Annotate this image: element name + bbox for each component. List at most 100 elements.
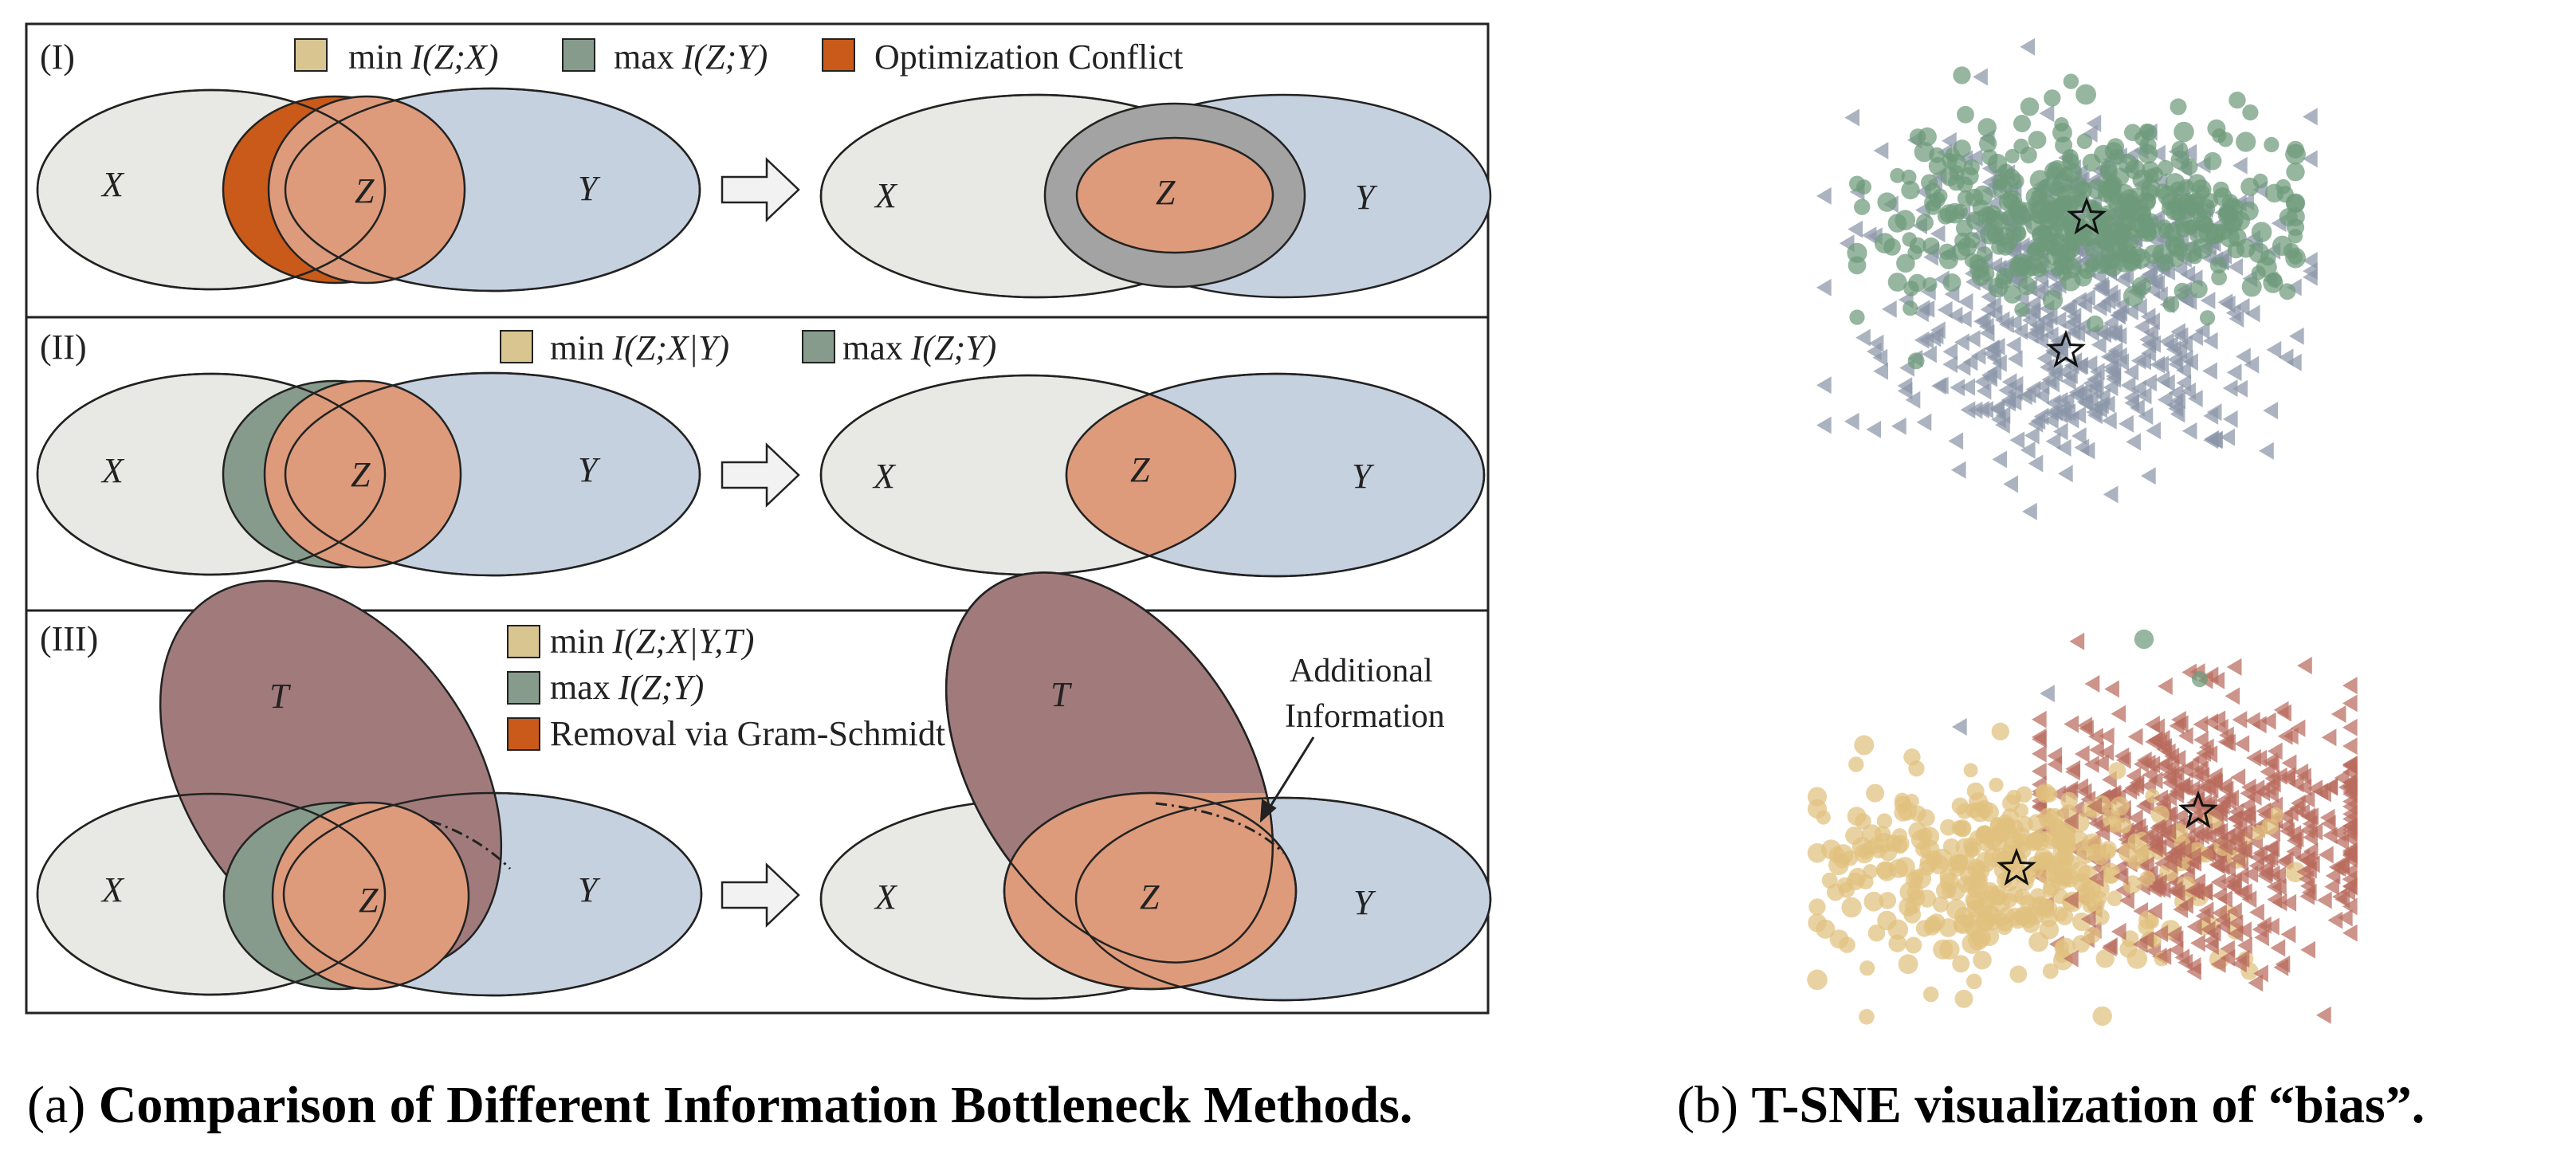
tsne-point-red: [2234, 735, 2250, 753]
tsne-point-outlier: [2191, 670, 2209, 688]
tsne-point-gray: [2040, 358, 2055, 376]
venn-x-label: X: [872, 457, 897, 496]
tsne-point-red: [2280, 925, 2296, 944]
tsne-point-yellow: [2139, 870, 2156, 887]
tsne-point-gray: [1992, 450, 2008, 469]
tsne-point-red: [2134, 755, 2149, 773]
centroid-star-icon: [2178, 790, 2218, 829]
tsne-point-red: [2286, 842, 2302, 861]
tsne-point-green: [2013, 115, 2031, 132]
tsne-point-gray: [2009, 431, 2025, 450]
tsne-point-gray: [1866, 420, 1882, 438]
tsne-point-red: [2094, 754, 2109, 772]
tsne-point-yellow: [2108, 762, 2126, 779]
tsne-point-red: [2064, 812, 2079, 830]
tsne-point-gray: [1960, 401, 1976, 419]
tsne-point-red: [2122, 782, 2138, 800]
tsne-point-red: [2206, 771, 2222, 790]
tsne-point-red: [2212, 904, 2227, 922]
tsne-point-red: [2162, 774, 2177, 792]
tsne-point-gray: [2176, 374, 2192, 392]
tsne-point-gray: [2038, 318, 2054, 336]
tsne-point-gray: [2141, 344, 2156, 363]
tsne-point-red: [2127, 728, 2143, 746]
tsne-point-red: [2281, 754, 2297, 772]
tsne-point-red: [2264, 755, 2280, 773]
tsne-point-yellow: [1906, 871, 1923, 889]
tsne-point-red: [2113, 867, 2129, 885]
tsne-point-gray: [2141, 467, 2156, 485]
tsne-point-gray: [1950, 461, 1966, 479]
tsne-point-yellow: [1876, 813, 1893, 829]
tsne-point-yellow: [1841, 897, 1862, 918]
tsne-point-yellow: [2050, 818, 2065, 833]
tsne-point-yellow: [1808, 898, 1826, 916]
legend-swatch-conflict: [822, 38, 855, 72]
tsne-point-gray: [1816, 376, 1832, 395]
tsne-point-green: [2138, 124, 2154, 139]
tsne-point-gray: [2106, 370, 2121, 388]
tsne-point-green: [2148, 167, 2164, 183]
tsne-point-red: [2208, 804, 2223, 823]
tsne-point-green: [2170, 98, 2187, 116]
tsne-point-green: [1938, 243, 1955, 260]
tsne-point-red: [2342, 845, 2358, 863]
tsne-point-red: [2138, 830, 2154, 848]
tsne-point-red: [2153, 789, 2169, 807]
tsne-point-red: [2224, 789, 2239, 807]
tsne-point-gray: [2154, 355, 2170, 374]
tsne-point-red: [2199, 845, 2214, 863]
tsne-point-green: [2189, 280, 2208, 299]
tsne-point-gray: [2234, 297, 2250, 316]
tsne-point-green: [1979, 134, 1997, 153]
tsne-point-yellow: [2071, 935, 2091, 953]
tsne-point-yellow: [2018, 910, 2037, 929]
tsne-point-green: [2272, 235, 2293, 256]
tsne-point-green: [2171, 140, 2189, 158]
tsne-point-red: [2228, 925, 2244, 943]
tsne-point-red: [2256, 802, 2272, 820]
tsne-point-red: [2272, 767, 2287, 785]
tsne-point-green: [2122, 194, 2141, 214]
tsne-point-yellow: [1854, 735, 1875, 756]
tsne-point-yellow: [1963, 763, 1978, 778]
tsne-point-red: [2342, 924, 2358, 942]
tsne-point-gray: [2150, 144, 2166, 163]
tsne-point-red: [2226, 658, 2242, 676]
tsne-point-green: [1922, 277, 1938, 292]
tsne-point-gray: [2200, 292, 2216, 309]
tsne-point-yellow: [1932, 896, 1950, 913]
tsne-point-gray: [1844, 412, 1859, 430]
tsne-point-gray: [1914, 300, 1930, 318]
venn-y-label: Y: [578, 450, 601, 489]
tsne-point-gray: [2033, 279, 2049, 297]
annotation-line-1: Additional: [1290, 653, 1433, 689]
tsne-point-gray: [1965, 330, 1981, 347]
tsne-point-red: [2331, 824, 2346, 842]
tsne-point-yellow: [2077, 865, 2098, 885]
tsne-point-gray: [1982, 344, 1998, 363]
tsne-point-yellow: [2145, 914, 2159, 929]
tsne-point-yellow: [2119, 940, 2138, 958]
tsne-point-green: [1896, 253, 1915, 273]
tsne-point-gray: [2107, 324, 2122, 342]
tsne-point-green: [2044, 89, 2061, 107]
tsne-point-gray: [2303, 268, 2318, 286]
tsne-point-gray: [2096, 296, 2111, 314]
tsne-point-gray: [2178, 291, 2194, 309]
tsne-point-yellow: [1891, 834, 1910, 853]
tsne-point-green: [2003, 285, 2022, 304]
tsne-point-red: [2210, 955, 2226, 973]
panel-3-venn-after: T X Z Y: [819, 571, 1492, 1002]
tsne-point-gray: [2130, 399, 2145, 417]
tsne-point-gray: [2047, 278, 2063, 296]
tsne-point-red: [2166, 925, 2182, 944]
tsne-point-green: [2005, 148, 2020, 164]
tsne-point-red: [2213, 718, 2228, 736]
tsne-point-red: [2321, 728, 2337, 747]
tsne-point-gray: [2006, 314, 2022, 332]
tsne-point-green: [2252, 173, 2268, 189]
tsne-point-red: [2233, 867, 2249, 885]
